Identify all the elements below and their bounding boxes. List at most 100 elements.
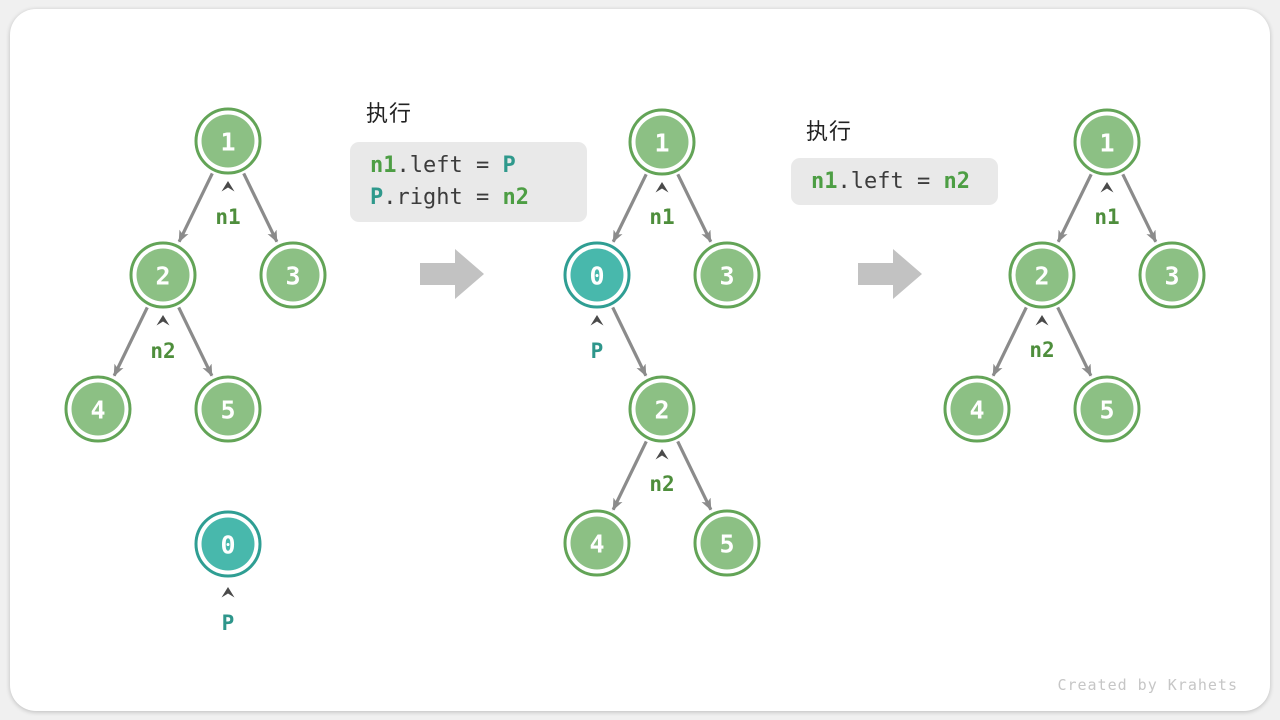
node-value: 4 [969,396,984,425]
code-line: P.right = n2 [370,182,569,214]
node-value: 4 [589,530,604,559]
node-body [266,248,320,302]
node-value: 1 [1099,129,1114,158]
code-token: n1 [811,169,838,194]
node-value: 5 [220,396,235,425]
pointer-caret-icon [221,587,235,598]
tree-node: 5 [194,375,262,443]
edge-arrow [177,172,214,243]
code-line: n1.left = P [370,150,569,182]
pointer-caret-icon [655,449,669,460]
pointer-caret-icon [1035,315,1049,326]
tree-node: 1 [1073,108,1141,176]
tree-node: 5 [1073,375,1141,443]
code-token: n1 [370,153,397,178]
node-body [1080,115,1134,169]
tree-node: 3 [1138,241,1206,309]
tree-node: 3 [693,241,761,309]
tree-node: 1 [194,107,262,175]
pointer-label: P [591,339,604,363]
node-value: 1 [654,129,669,158]
pointer-caret-icon [156,315,170,326]
node-value: 2 [654,396,669,425]
tree-node: 0 [194,510,262,578]
tree-node: 4 [563,509,631,577]
node-body [635,115,689,169]
node-body [201,517,255,571]
node-body [570,516,624,570]
edge-arrow [1121,173,1158,243]
edge-arrow [676,440,713,511]
tree-node: 0 [563,241,631,309]
tree-node: 4 [64,375,132,443]
pointer-label: n1 [649,205,674,229]
node-value: 2 [1034,262,1049,291]
node-body [570,248,624,302]
node-value: 3 [719,262,734,291]
node-value: 0 [589,262,604,291]
pointer-caret-icon [221,181,235,192]
node-body [950,382,1004,436]
node-body [1015,248,1069,302]
edge-arrow [991,306,1028,377]
pointer-caret-icon [655,182,669,193]
edge-arrow [676,173,713,243]
node-value: 3 [1164,262,1179,291]
code-token: .left = [396,153,503,178]
tree-node: 2 [1008,241,1076,309]
node-body [136,248,190,302]
code-token: n2 [943,169,970,194]
node-body [635,382,689,436]
tree-node: 1 [628,108,696,176]
code-box: n1.left = n2 [791,158,998,205]
node-body [1080,382,1134,436]
code-token: .left = [837,169,944,194]
pointer-caret-icon [1100,182,1114,193]
credit-text: Created by Krahets [1057,676,1238,694]
pointer-label: n1 [1094,205,1119,229]
node-body [700,248,754,302]
pointer-caret-icon [590,315,604,326]
edge-arrow [611,440,648,511]
exec-label: 执行 [806,119,853,144]
pointer-label: P [222,611,235,635]
code-token: P [502,153,516,178]
tree-node: 2 [129,241,197,309]
tree-node: 5 [693,509,761,577]
node-value: 2 [155,262,170,291]
edge-arrow [611,173,648,243]
tree-node: 3 [259,241,327,309]
edge-arrow [611,306,648,377]
exec-label: 执行 [366,101,413,126]
node-body [700,516,754,570]
node-value: 3 [285,262,300,291]
code-token: .right = [383,185,503,210]
tree-after: 1 2 3 4 5 n1 n2 [943,108,1206,443]
node-value: 5 [719,530,734,559]
pointer-label: n2 [649,472,674,496]
node-body [201,114,255,168]
edge-arrow [177,306,214,377]
node-body [71,382,125,436]
code-token: n2 [502,185,529,210]
node-value: 0 [220,531,235,560]
edge-arrow [242,172,279,243]
tree-node: 2 [628,375,696,443]
node-value: 4 [90,396,105,425]
edge-arrow [1056,306,1093,377]
tree-node: 4 [943,375,1011,443]
pointer-label: n2 [1029,338,1054,362]
edge-arrow [1056,173,1093,243]
node-value: 5 [1099,396,1114,425]
pointer-label: n2 [150,339,175,363]
node-value: 1 [220,128,235,157]
node-body [1145,248,1199,302]
edge-arrow [112,306,149,377]
code-token: P [370,185,384,210]
step-arrow-icon [858,249,922,299]
